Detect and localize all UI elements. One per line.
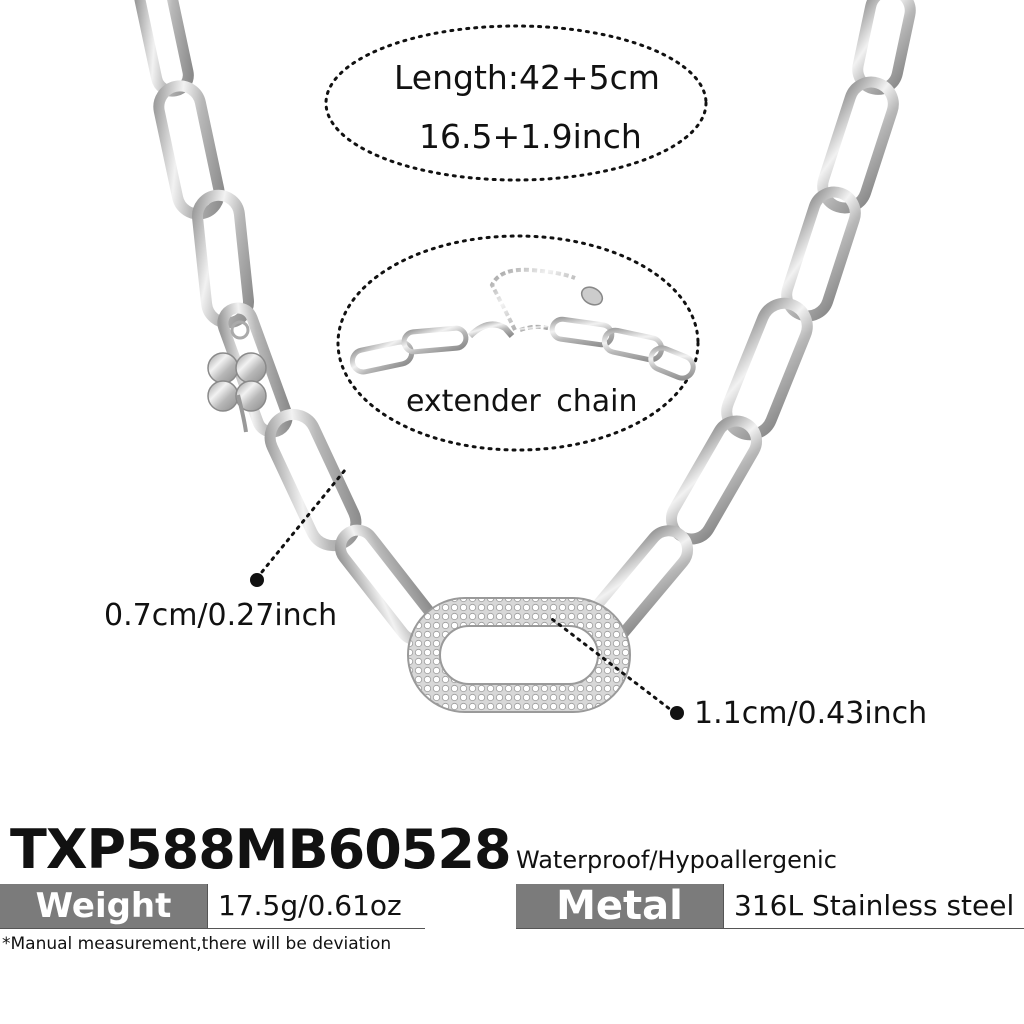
chain-link xyxy=(192,189,254,329)
chain-link xyxy=(134,0,194,97)
left-chain xyxy=(134,0,440,646)
chain-link xyxy=(817,76,899,214)
pendant-width-label: 1.1cm/0.43inch xyxy=(694,696,928,731)
weight-label: Weight xyxy=(0,884,207,928)
pendant-width-pointer xyxy=(546,614,684,720)
pave-pendant xyxy=(407,597,631,713)
link-width-pointer xyxy=(250,468,347,587)
metal-value: 316L Stainless steel xyxy=(723,884,1014,928)
link-width-label: 0.7cm/0.27inch xyxy=(104,598,338,633)
weight-row: Weight 17.5g/0.61oz xyxy=(0,884,425,929)
measurement-note: *Manual measurement,there will be deviat… xyxy=(2,934,392,954)
length-inch-label: 16.5+1.9inch xyxy=(419,117,642,156)
extender-chain-label: extender chain xyxy=(406,384,638,419)
length-callout-ellipse xyxy=(324,24,708,182)
length-cm-label: Length:42+5cm xyxy=(394,58,660,97)
right-chain xyxy=(584,0,916,645)
weight-value: 17.5g/0.61oz xyxy=(207,884,402,928)
metal-row: Metal 316L Stainless steel xyxy=(516,884,1024,929)
feature-text: Waterproof/Hypoallergenic xyxy=(516,846,837,874)
metal-label: Metal xyxy=(516,884,723,928)
extender-callout-ellipse xyxy=(336,234,700,452)
clover-charm xyxy=(207,320,267,433)
extender-chain-illustration xyxy=(349,267,696,381)
chain-link xyxy=(721,297,813,441)
product-code: TXP588MB60528 xyxy=(10,818,512,881)
chain-link xyxy=(852,0,916,95)
